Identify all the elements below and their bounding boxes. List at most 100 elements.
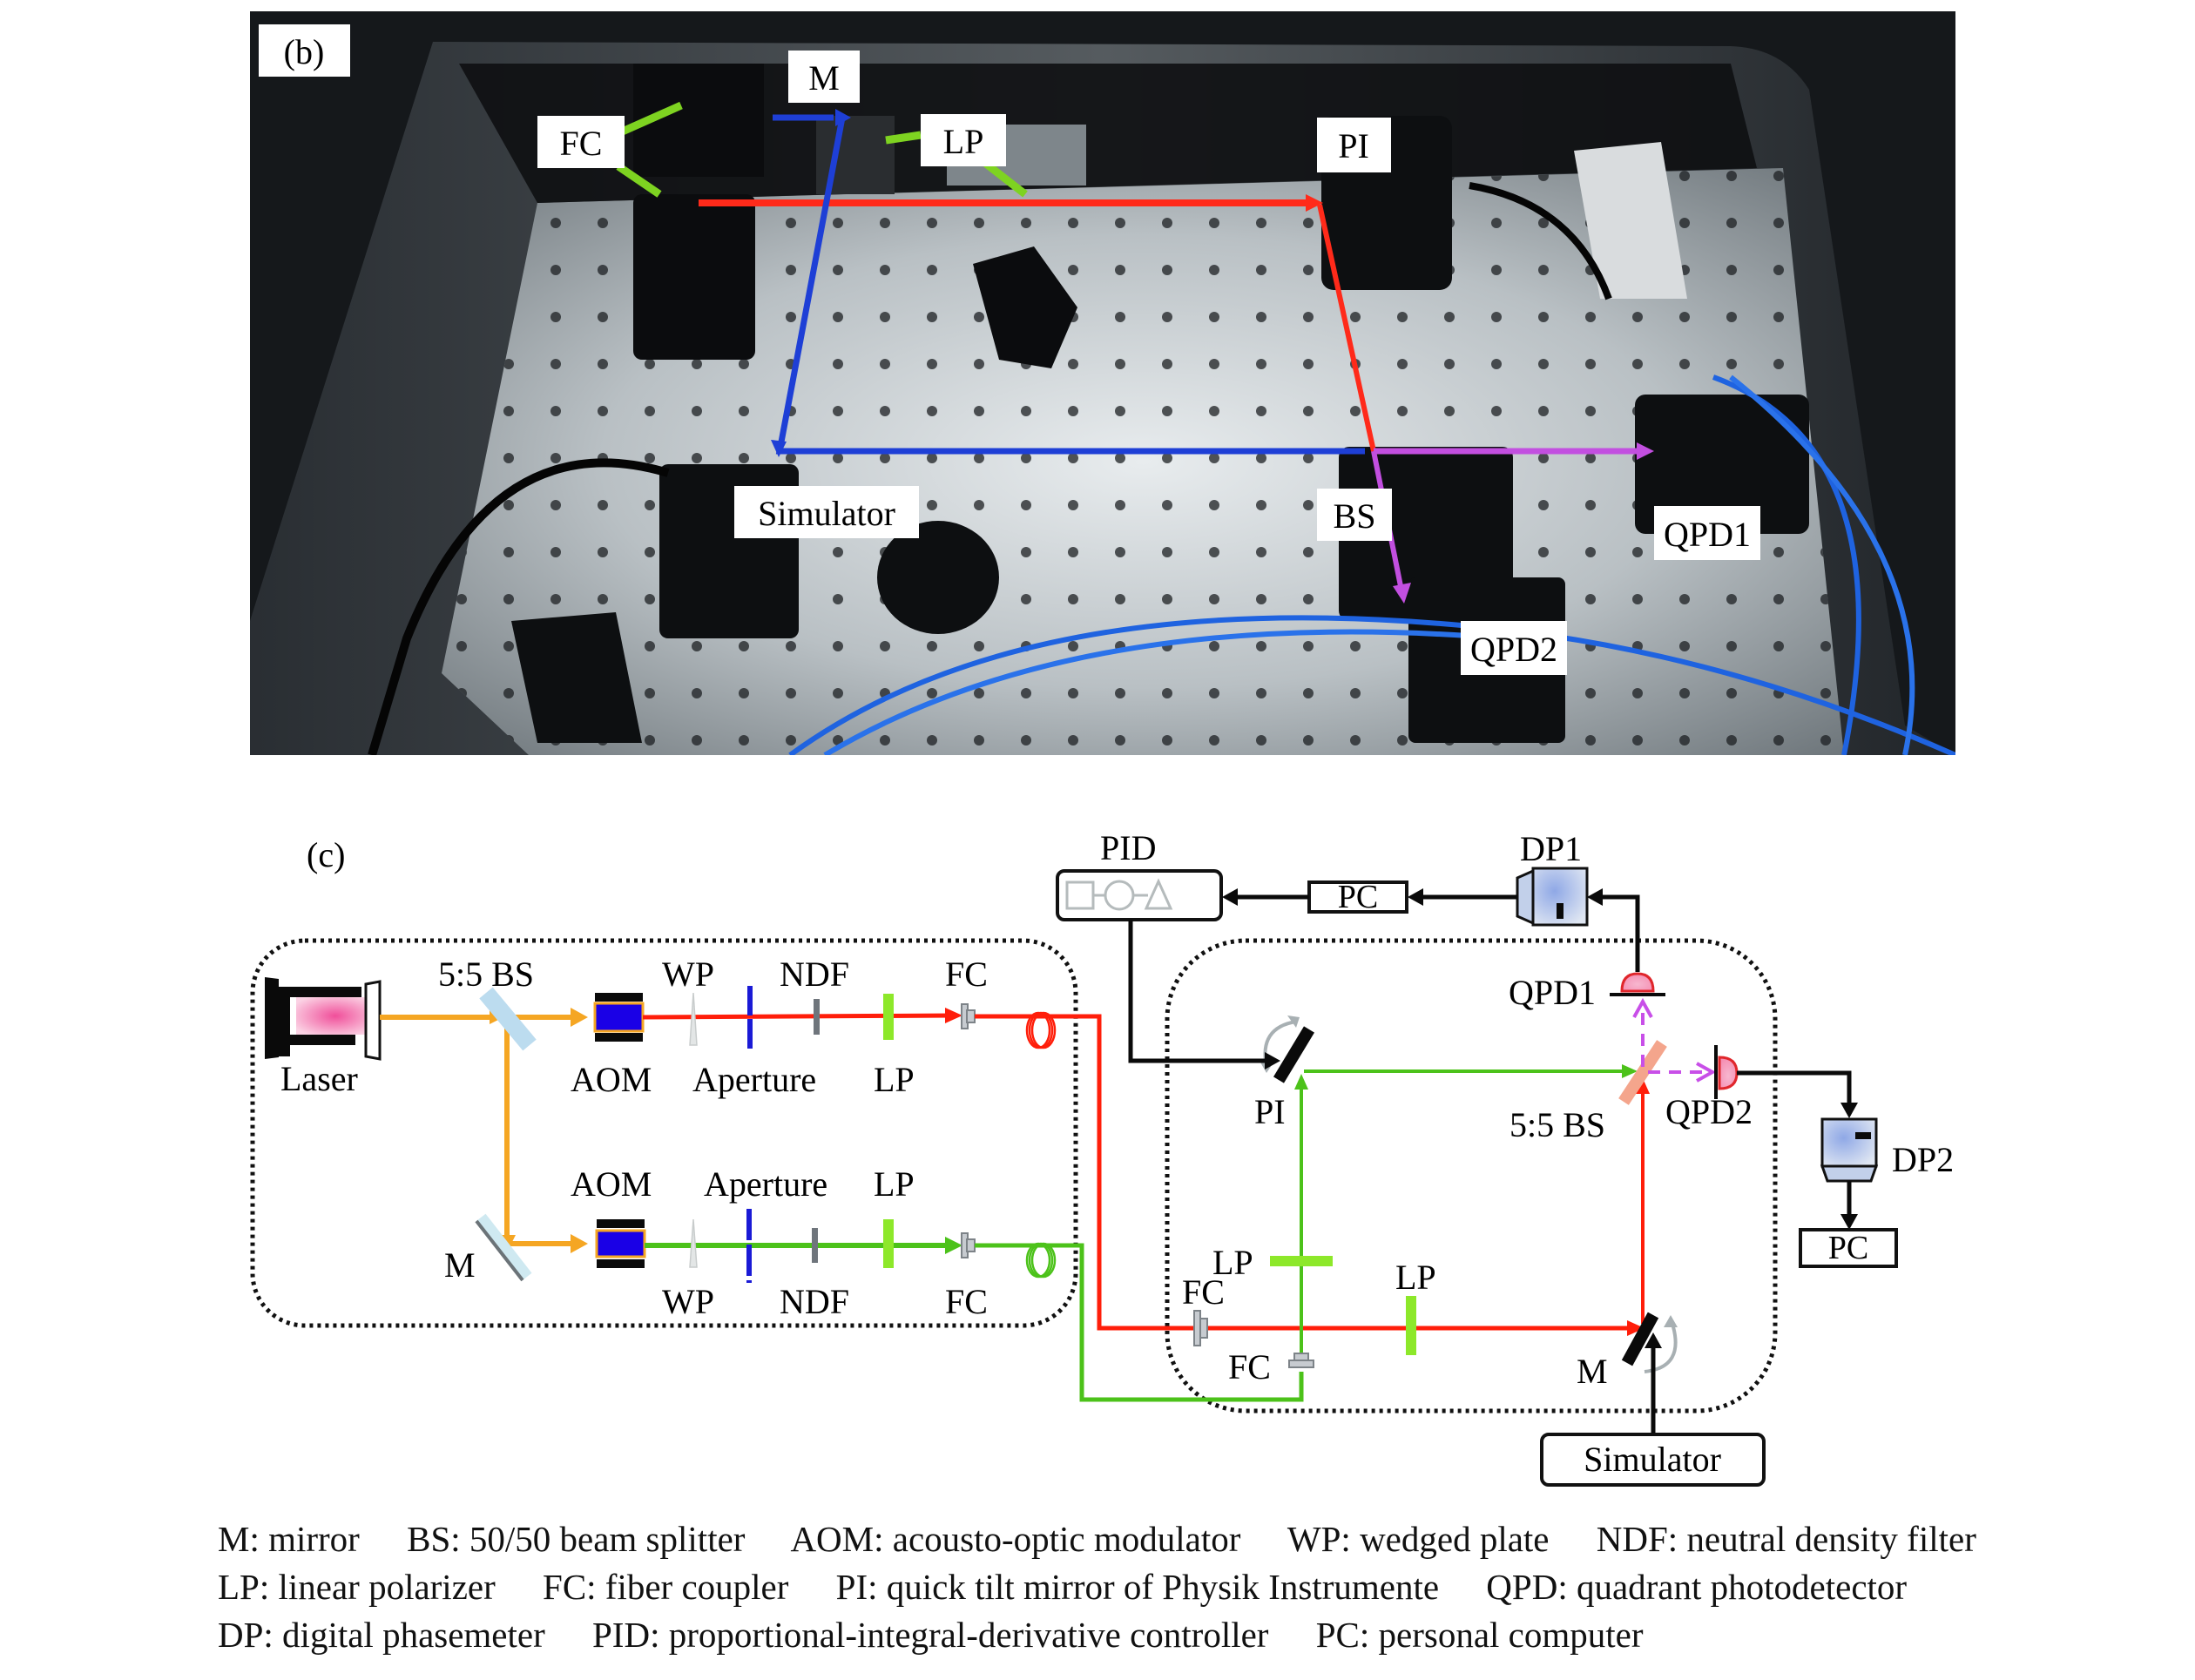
- svg-text:PI: PI: [1338, 126, 1369, 165]
- lp-red-label: LP: [1395, 1258, 1436, 1297]
- label-m: M: [788, 51, 860, 103]
- fiber-coupler-red: [1193, 1310, 1208, 1346]
- dp2-label: DP2: [1892, 1140, 1954, 1179]
- pc-bottom-label: PC: [1828, 1230, 1868, 1266]
- mirror-right-label: M: [1577, 1352, 1608, 1391]
- svg-text:LP: LP: [943, 122, 984, 161]
- mount-center: [973, 246, 1077, 368]
- blue-beam-arrow: [835, 109, 851, 126]
- signal-qpd2-dp2: [1737, 1070, 1852, 1108]
- magenta-arrow-qpd2: [1696, 1062, 1717, 1083]
- abbreviation-legend: M: mirror BS: 50/50 beam splitter AOM: a…: [218, 1515, 2178, 1659]
- signal-cable: [1729, 374, 1915, 755]
- magenta-arrow-qpd1: [1637, 442, 1654, 460]
- legend-line-1: M: mirror BS: 50/50 beam splitter AOM: a…: [218, 1515, 2178, 1563]
- signal-pid-pi: [1128, 920, 1270, 1063]
- mirror-left: [475, 1213, 532, 1282]
- fc-green-label: FC: [1228, 1347, 1271, 1387]
- red-beam-down: [1317, 204, 1376, 452]
- fiber-coil-green: [1025, 1242, 1057, 1279]
- label-lp: LP: [921, 114, 1006, 166]
- pi-cable: [1469, 182, 1612, 300]
- fiber-coupler-mount-lower: [633, 194, 755, 360]
- laser-label: Laser: [280, 1059, 358, 1098]
- arrow-m-right: [1645, 1333, 1662, 1348]
- post-holder: [511, 612, 642, 743]
- magenta-arrow-qpd2: [1393, 583, 1411, 604]
- pi-label: PI: [1254, 1092, 1286, 1131]
- pc-top-label: PC: [1338, 879, 1378, 915]
- simulator-box: Simulator: [1540, 1433, 1766, 1487]
- arrow-pc-bottom: [1840, 1214, 1858, 1230]
- laser-icon: [265, 977, 382, 1061]
- svg-text:QPD2: QPD2: [1470, 630, 1557, 669]
- fc-top-label: FC: [945, 955, 988, 994]
- mirror-left-label: M: [444, 1245, 476, 1285]
- lp-bottom-label: LP: [874, 1164, 915, 1204]
- legend-item: LP: linear polarizer: [218, 1567, 496, 1607]
- lp-green: [1270, 1256, 1333, 1266]
- label-b: (b): [259, 24, 350, 77]
- fc-arrow-2: [616, 163, 662, 198]
- bs-right-label: 5:5 BS: [1509, 1105, 1605, 1144]
- label-pi: PI: [1317, 118, 1391, 172]
- svg-text:M: M: [808, 58, 840, 98]
- aom-top: [593, 993, 645, 1042]
- fiber-coupler-bottom: [961, 1232, 976, 1258]
- legend-item: FC: fiber coupler: [543, 1567, 789, 1607]
- simulator-fiber-cable: [368, 458, 670, 755]
- ndf-bottom-label: NDF: [780, 1282, 849, 1321]
- svg-text:BS: BS: [1334, 496, 1376, 536]
- wp-top-label: WP: [662, 955, 714, 994]
- orange-beam-down: [504, 1021, 579, 1246]
- arrow-dp1: [1587, 888, 1603, 906]
- lp-top-label: LP: [874, 1060, 915, 1099]
- svg-text:QPD1: QPD1: [1664, 515, 1751, 554]
- fiber-coupler-top: [961, 1003, 976, 1029]
- aom-top-label: AOM: [571, 1060, 652, 1099]
- svg-text:(b): (b): [284, 32, 325, 71]
- lp-top: [883, 994, 894, 1040]
- aperture-bottom-label: Aperture: [704, 1164, 827, 1204]
- svg-text:Simulator: Simulator: [758, 494, 895, 533]
- qpd1-detector: [1610, 972, 1665, 996]
- red-beam-top-row: [642, 1013, 955, 1020]
- dp2-phasemeter: [1820, 1117, 1879, 1183]
- bs-left-label: 5:5 BS: [438, 955, 534, 994]
- pc-top: PC: [1307, 879, 1408, 915]
- legend-item: PC: personal computer: [1315, 1615, 1644, 1655]
- red-beam-arrow: [1306, 194, 1323, 212]
- legend-item: QPD: quadrant photodetector: [1486, 1567, 1908, 1607]
- blue-beam-arrow-2: [771, 440, 787, 457]
- rack-device: [1574, 142, 1687, 299]
- beam-splitter-left: [479, 987, 537, 1051]
- lp-arrow-1: [885, 131, 922, 145]
- rotation-mount: [877, 521, 999, 634]
- orange-arrow-top: [571, 1008, 588, 1027]
- qpd2-label: QPD2: [1665, 1092, 1753, 1131]
- pid-label: PID: [1100, 828, 1156, 867]
- signal-qpd1-dp1: [1596, 894, 1640, 972]
- fc-red-label: FC: [1182, 1272, 1225, 1312]
- optical-bench-photo: (b) FC M LP PI Simulator BS QPD1 QPD2: [250, 11, 1955, 755]
- laser-module-enclosure: [250, 938, 1078, 1328]
- legend-item: WP: wedged plate: [1287, 1519, 1550, 1559]
- ndf-bottom: [812, 1228, 818, 1263]
- red-arrow-fc: [945, 1008, 962, 1023]
- legend-line-3: DP: digital phasemeter PID: proportional…: [218, 1611, 2178, 1659]
- signal-cable: [823, 629, 1505, 755]
- green-arrow-fc: [945, 1237, 962, 1254]
- wedged-plate-top: [689, 992, 698, 1046]
- lp-green-label: LP: [1212, 1243, 1253, 1282]
- label-qpd2: QPD2: [1461, 621, 1567, 675]
- orange-arrow-bottom: [571, 1234, 588, 1253]
- wedged-plate-bottom: [689, 1218, 698, 1268]
- lp-red: [1406, 1296, 1416, 1355]
- fiber-coil-red: [1025, 1011, 1057, 1049]
- legend-item: BS: 50/50 beam splitter: [407, 1519, 746, 1559]
- dp1-label: DP1: [1520, 829, 1582, 868]
- wp-bottom-label: WP: [662, 1282, 714, 1321]
- pc-bottom: PC: [1799, 1228, 1898, 1268]
- fc-arrow-1: [617, 101, 683, 138]
- lp-arrow-2: [983, 160, 1028, 198]
